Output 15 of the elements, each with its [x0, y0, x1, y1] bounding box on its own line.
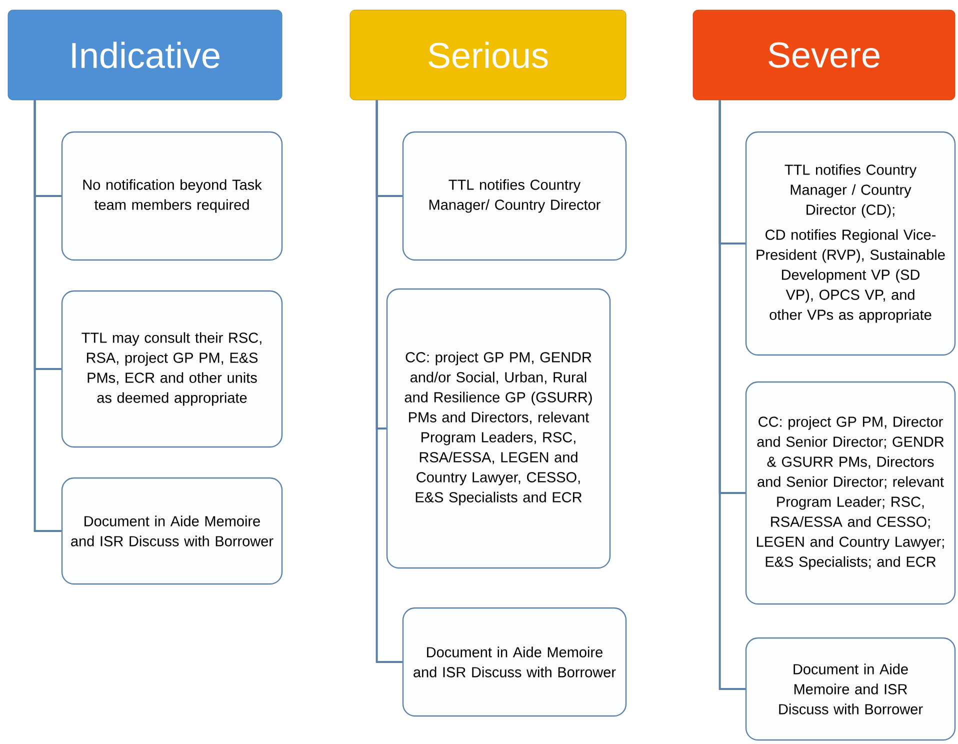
process-box: TTL may consult their RSC, RSA, project GP PM, E&S PMs, ECR and other units as deemed appropriate — [61, 290, 283, 448]
process-box: TTL notifies Country Manager / Country Director (CD); CD notifies Regional Vice-President (RVP), Sustainable Development VP (SD VP), OPCS VP, and other VPs as appropriate — [745, 131, 956, 356]
connector-line — [376, 100, 402, 663]
connector-line — [34, 100, 62, 532]
process-box: CC: project GP PM, GENDR and/or Social, Urban, Rural and Resilience GP (GSURR) PMs and Directors, relevant Program Leaders, RSC, RSA/ESSA, LEGEN and Country Lawyer, CESSO, E&S Specialists and ECR — [386, 288, 611, 569]
process-box: Document in Aide Memoire and ISR Discuss with Borrower — [61, 477, 283, 585]
level-header: Severe — [692, 10, 956, 100]
process-box: Document in Aide Memoire and ISR Discuss with Borrower — [402, 607, 627, 717]
connector-line — [718, 100, 746, 690]
process-box: Document in Aide Memoire and ISR Discuss with Borrower — [745, 637, 956, 741]
process-box: CC: project GP PM, Director and Senior Director; GENDR & GSURR PMs, Directors and Senior Director; relevant Program Leader; RSC, RSA/ESSA and CESSO; LEGEN and Country Lawyer; E&S Specialists; and ECR — [745, 381, 956, 605]
level-header: Serious — [350, 10, 626, 100]
process-box: No notification beyond Task team members required — [61, 131, 283, 261]
level-header: Indicative — [8, 10, 282, 100]
process-box: TTL notifies Country Manager/ Country Director — [402, 131, 627, 261]
